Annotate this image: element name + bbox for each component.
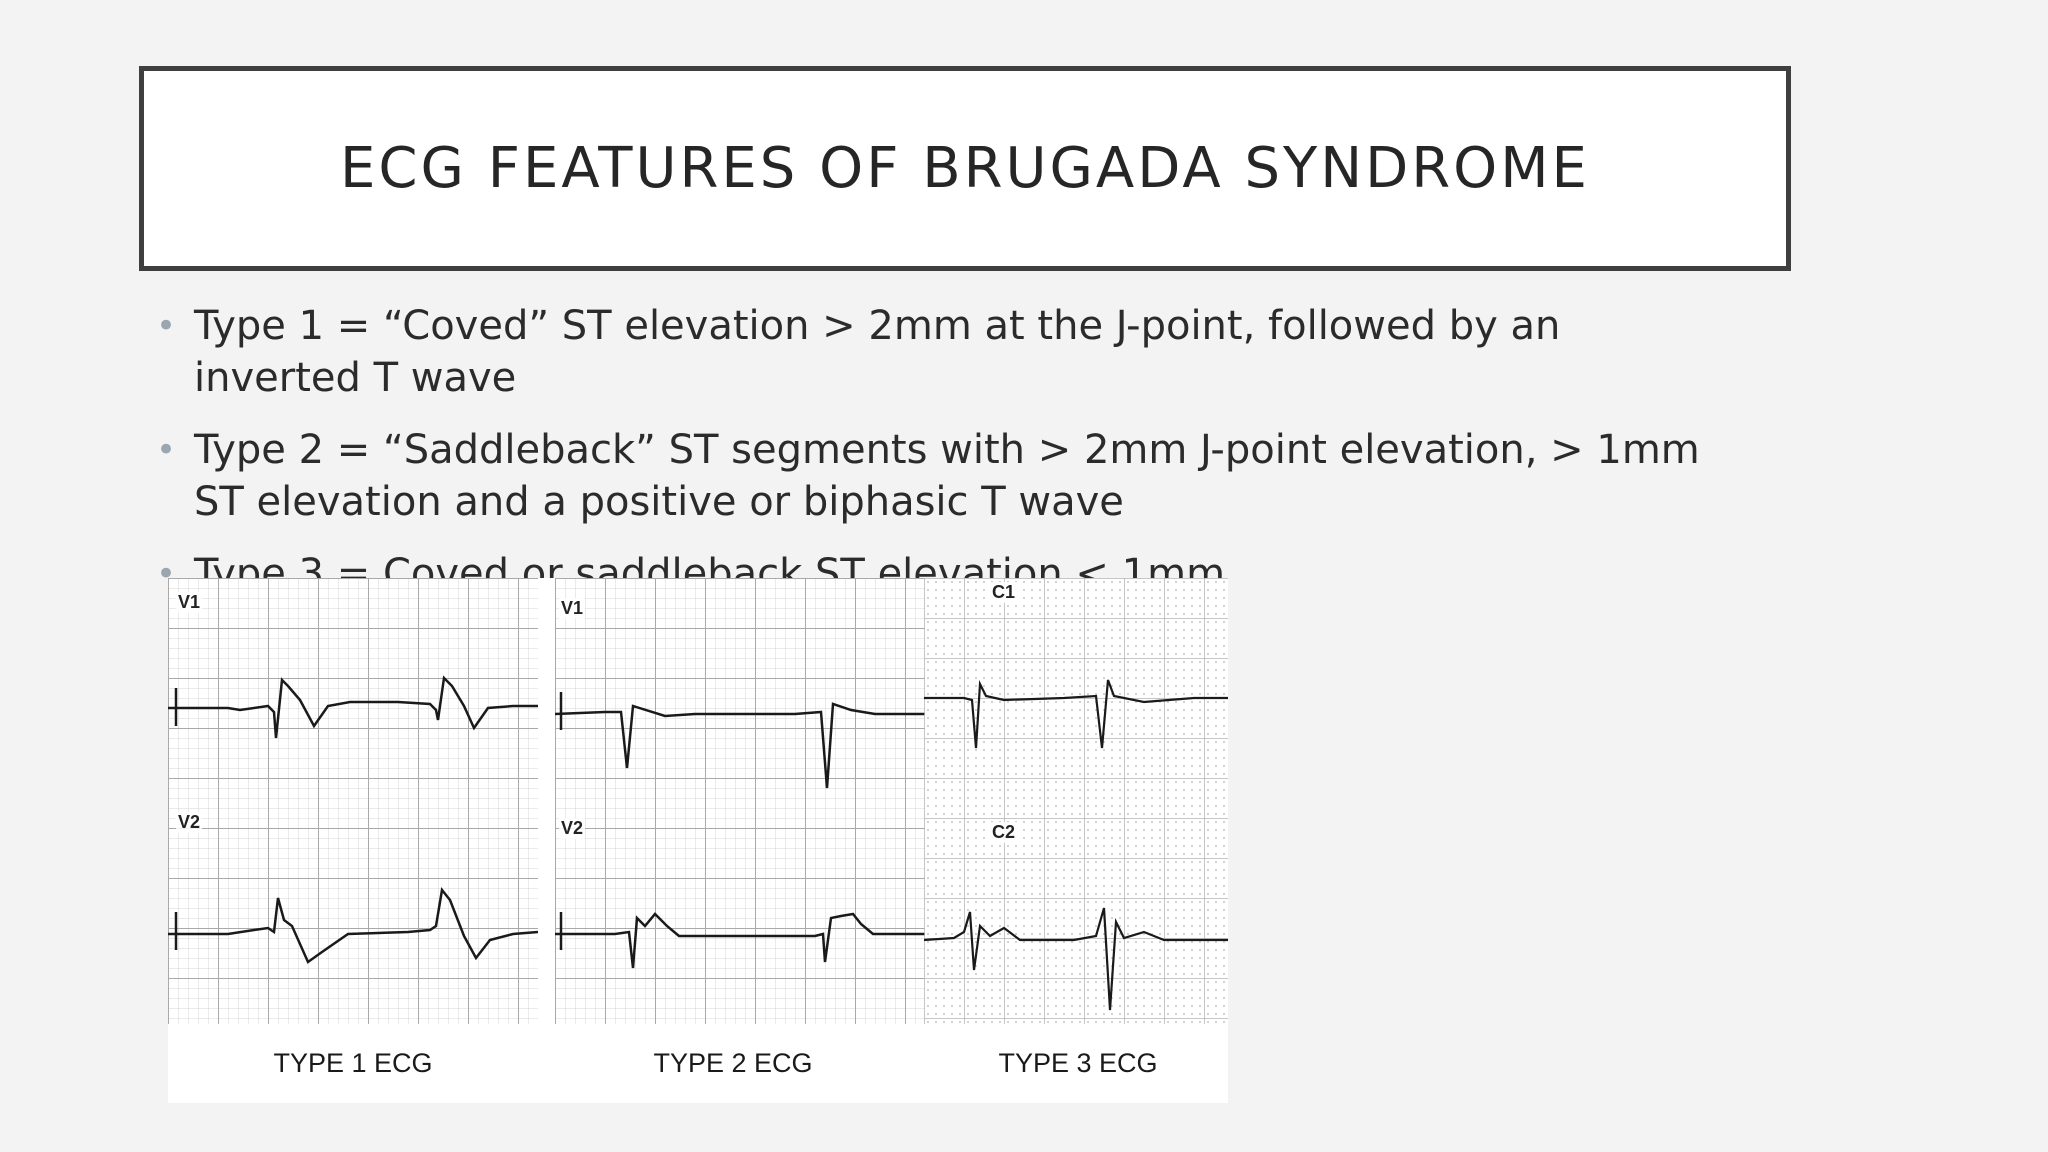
ecg-strip-type3 (924, 578, 1228, 1024)
figure-caption: TYPE 1 ECG (273, 1048, 433, 1078)
title-box: ECG FEATURES OF BRUGADA SYNDROME (139, 66, 1791, 271)
lead-label: V1 (176, 592, 203, 613)
bullet-item: • Type 1 = “Coved” ST elevation > 2mm at… (150, 300, 1710, 404)
ecg-trace-v1 (168, 675, 538, 739)
bullet-marker: • (156, 430, 177, 470)
figure-caption: TYPE 2 ECG (653, 1048, 813, 1078)
slide-title: ECG FEATURES OF BRUGADA SYNDROME (340, 135, 1590, 201)
bullet-text: Type 1 = “Coved” ST elevation > 2mm at t… (194, 303, 1561, 401)
lead-label: V2 (176, 812, 203, 833)
lead-label: C1 (990, 582, 1018, 603)
ecg-trace-v2 (555, 912, 925, 969)
ecg-panel-type2: V1 V2 (555, 578, 925, 1024)
lead-label: V1 (559, 598, 586, 619)
ecg-trace-v2 (168, 887, 538, 964)
ecg-strip-type1 (168, 578, 538, 1024)
ecg-panel-type3: C1 C2 (924, 578, 1228, 1024)
bullet-marker: • (156, 306, 177, 346)
ecg-strip-type2 (555, 578, 925, 1024)
ecg-trace-c2 (924, 907, 1228, 1011)
ecg-trace-v1 (555, 702, 925, 789)
bullet-text: Type 2 = “Saddleback” ST segments with >… (194, 427, 1700, 525)
lead-label: C2 (990, 822, 1018, 843)
lead-label: V2 (559, 818, 586, 839)
bullet-item: • Type 2 = “Saddleback” ST segments with… (150, 424, 1710, 528)
ecg-figure: V1 V2 V1 V2 (168, 578, 1228, 1103)
bullet-list: • Type 1 = “Coved” ST elevation > 2mm at… (150, 300, 1710, 620)
ecg-trace-c1 (924, 679, 1228, 749)
ecg-panel-type1: V1 V2 (168, 578, 538, 1024)
figure-caption: TYPE 3 ECG (998, 1048, 1158, 1078)
